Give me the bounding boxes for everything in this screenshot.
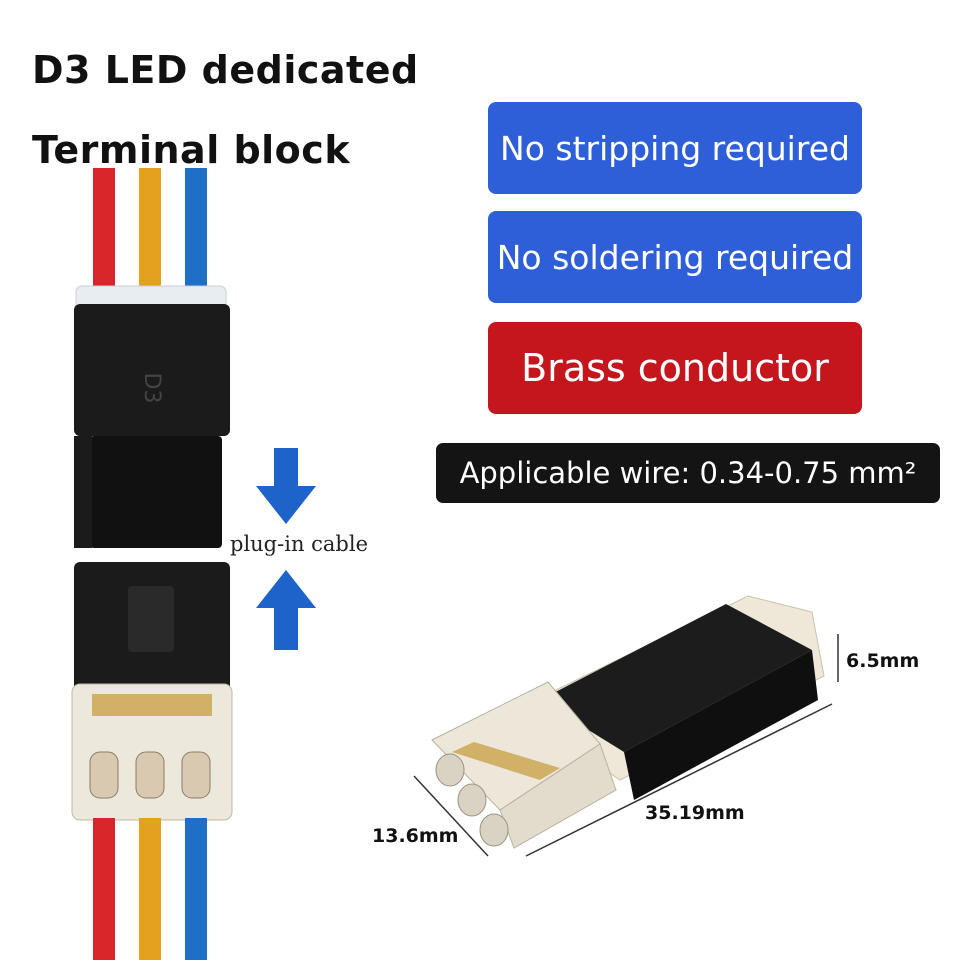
arrow-down-icon: [256, 448, 316, 524]
arrow-up-icon: [256, 570, 316, 650]
iso-brass-contacts: [452, 742, 560, 780]
red-wire-bottom: [93, 818, 115, 960]
brass-contacts: [92, 694, 212, 716]
height-dimension-label: 6.5mm: [846, 650, 920, 672]
upper-connector: D3: [74, 285, 230, 548]
plug-in-cable-label: plug-in cable: [230, 532, 369, 556]
feature-badge-no-stripping: No stripping required: [488, 102, 862, 194]
width-dimension-label: 13.6mm: [372, 825, 459, 847]
bottom-wires: [93, 818, 207, 960]
title-line-1: D3 LED dedicated: [32, 48, 419, 92]
upper-connector-mark: D3: [139, 373, 164, 404]
blue-wire-bottom: [185, 818, 207, 960]
dimension-lines: [413, 634, 839, 857]
length-dimension-label: 35.19mm: [645, 802, 745, 824]
lower-connector: [71, 562, 233, 821]
length-dimension-line: [525, 703, 833, 857]
blue-wire-top: [185, 168, 207, 296]
feature-badge-no-soldering: No soldering required: [488, 211, 862, 303]
width-dimension-line: [413, 775, 489, 857]
iso-connector-black-body: [540, 604, 812, 752]
top-wires: [93, 168, 207, 296]
wire-spec-badge: Applicable wire: 0.34-0.75 mm²: [436, 443, 940, 503]
yellow-wire-bottom: [139, 818, 161, 960]
title-line-2: Terminal block: [32, 128, 351, 172]
upper-connector-lower-body: [90, 436, 222, 548]
upper-connector-housing: [74, 304, 230, 436]
feature-badge-brass-conductor: Brass conductor: [488, 322, 862, 414]
yellow-wire-top: [139, 168, 161, 296]
isometric-connector: [431, 595, 825, 849]
red-wire-top: [93, 168, 115, 296]
